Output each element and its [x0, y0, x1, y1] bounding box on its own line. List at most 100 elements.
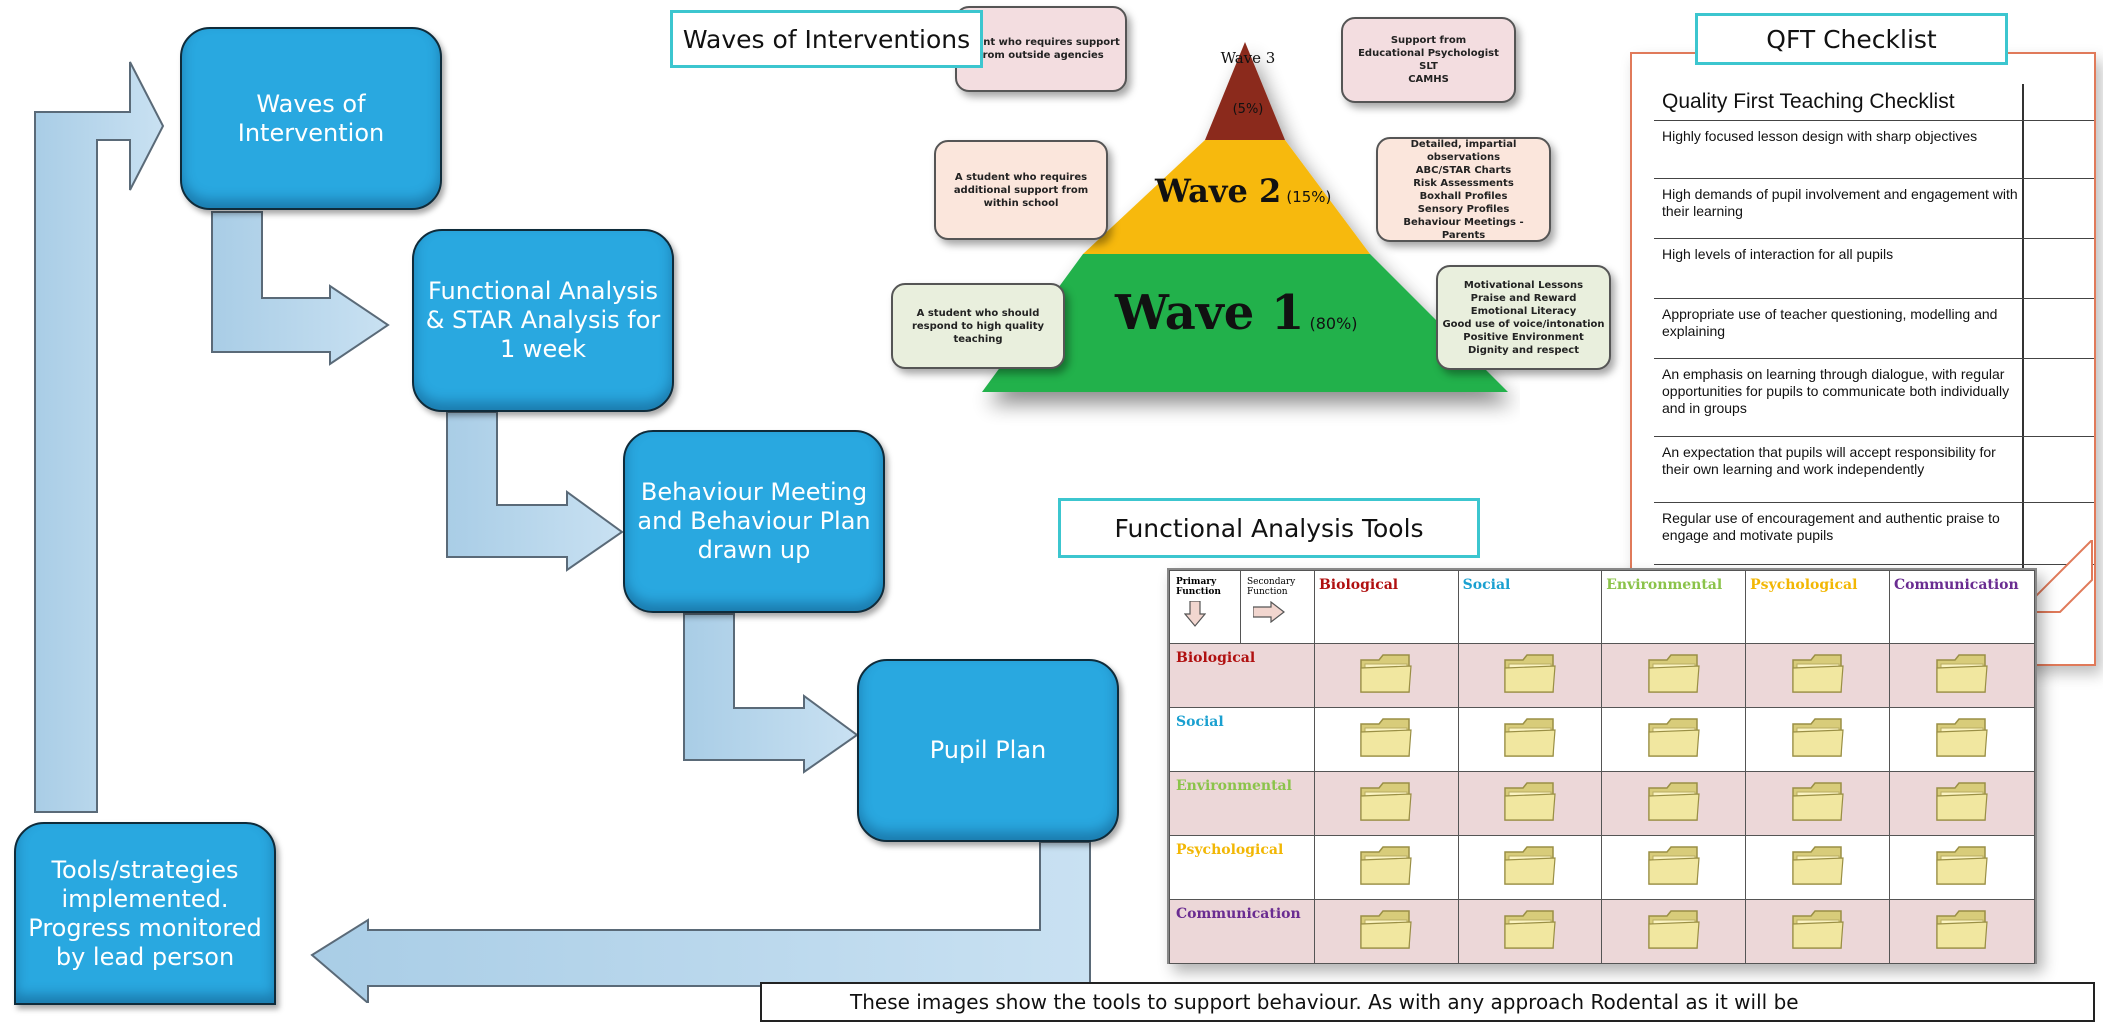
- fa-cell[interactable]: [1601, 643, 1747, 708]
- fa-cell[interactable]: [1601, 899, 1747, 964]
- folder-icon[interactable]: [1359, 908, 1413, 952]
- arrow-right-icon: [1252, 600, 1285, 624]
- wave1-name: Wave 1: [1115, 285, 1305, 341]
- fa-cell[interactable]: [1313, 707, 1459, 772]
- fa-cell[interactable]: [1889, 707, 2035, 772]
- folder-icon[interactable]: [1359, 844, 1413, 888]
- folder-icon[interactable]: [1503, 716, 1557, 760]
- folder-icon[interactable]: [1647, 844, 1701, 888]
- folder-icon[interactable]: [1791, 844, 1845, 888]
- fa-cell[interactable]: [1745, 771, 1891, 836]
- folder-icon[interactable]: [1503, 780, 1557, 824]
- callout-wave1-left: A student who should respond to high qua…: [891, 283, 1065, 369]
- folder-icon[interactable]: [1935, 844, 1989, 888]
- fa-cell[interactable]: [1313, 643, 1459, 708]
- fa-row-psychological: Psychological: [1169, 835, 2035, 900]
- fa-cell[interactable]: [1457, 899, 1603, 964]
- col-header-biological: Biological: [1313, 570, 1459, 644]
- folder-icon[interactable]: [1935, 908, 1989, 952]
- fa-cell[interactable]: [1745, 899, 1891, 964]
- wave2-pct: (15%): [1286, 188, 1332, 206]
- qft-item: Regular use of encouragement and authent…: [1662, 510, 2000, 543]
- fa-cell[interactable]: [1889, 643, 2035, 708]
- qft-item: An expectation that pupils will accept r…: [1662, 444, 1996, 477]
- fa-cell[interactable]: [1601, 771, 1747, 836]
- step-pupil-plan: Pupil Plan: [857, 659, 1119, 842]
- fa-cell[interactable]: [1457, 707, 1603, 772]
- fa-cell[interactable]: [1457, 835, 1603, 900]
- secondary-function-label: Secondary Function: [1246, 577, 1296, 597]
- folder-icon[interactable]: [1359, 716, 1413, 760]
- wave1-label: Wave 1 (80%): [1115, 285, 1405, 341]
- col-header-social: Social: [1457, 570, 1603, 644]
- folder-icon[interactable]: [1647, 716, 1701, 760]
- wave2-name: Wave 2: [1155, 172, 1282, 210]
- fa-row-biological: Biological: [1169, 643, 2035, 708]
- row-header-communication: Communication: [1169, 899, 1315, 964]
- qft-checklist-title: Quality First Teaching Checklist: [1662, 90, 1955, 113]
- folder-icon[interactable]: [1791, 652, 1845, 696]
- fa-cell[interactable]: [1457, 643, 1603, 708]
- callout-wave2-left: A student who requires additional suppor…: [934, 140, 1108, 240]
- wave2-label: Wave 2 (15%): [1155, 172, 1385, 210]
- qft-rule: [1654, 238, 2094, 239]
- qft-item: Highly focused lesson design with sharp …: [1662, 128, 1978, 144]
- wave3-name: Wave 3: [1220, 49, 1276, 67]
- folder-icon[interactable]: [1503, 908, 1557, 952]
- qft-checklist-sheet: Quality First Teaching Checklist Highly …: [1630, 52, 2096, 666]
- qft-rule: [1654, 120, 2094, 121]
- fa-cell[interactable]: [1601, 835, 1747, 900]
- fa-cell[interactable]: [1745, 707, 1891, 772]
- fa-cell[interactable]: [1745, 835, 1891, 900]
- fa-cell[interactable]: [1889, 771, 2035, 836]
- fa-cell[interactable]: [1457, 771, 1603, 836]
- fa-cell[interactable]: [1313, 835, 1459, 900]
- folder-icon[interactable]: [1359, 652, 1413, 696]
- step-tools-strategies: Tools/strategies implemented. Progress m…: [14, 822, 276, 1005]
- folder-icon[interactable]: [1791, 908, 1845, 952]
- folder-icon[interactable]: [1935, 780, 1989, 824]
- row-header-biological: Biological: [1169, 643, 1315, 708]
- fa-cell[interactable]: [1601, 707, 1747, 772]
- folder-icon[interactable]: [1935, 652, 1989, 696]
- qft-column-divider: [2022, 84, 2024, 624]
- qft-rule: [1654, 178, 2094, 179]
- folder-icon[interactable]: [1791, 716, 1845, 760]
- folder-icon[interactable]: [1647, 908, 1701, 952]
- row-header-psychological: Psychological: [1169, 835, 1315, 900]
- waves-pyramid: [982, 42, 1508, 392]
- col-header-environmental: Environmental: [1601, 570, 1747, 644]
- qft-checklist-label: QFT Checklist: [1695, 13, 2008, 65]
- folder-icon[interactable]: [1359, 780, 1413, 824]
- folder-icon[interactable]: [1791, 780, 1845, 824]
- fa-cell[interactable]: [1745, 643, 1891, 708]
- col-header-communication: Communication: [1889, 570, 2035, 644]
- folder-icon[interactable]: [1647, 652, 1701, 696]
- arrow-down-icon: [1183, 600, 1207, 627]
- qft-item: Appropriate use of teacher questioning, …: [1662, 306, 1998, 339]
- qft-item: High levels of interaction for all pupil…: [1662, 246, 1894, 262]
- folder-icon[interactable]: [1503, 844, 1557, 888]
- folder-icon[interactable]: [1935, 716, 1989, 760]
- row-header-social: Social: [1169, 707, 1315, 772]
- folder-icon[interactable]: [1503, 652, 1557, 696]
- fa-cell[interactable]: [1889, 899, 2035, 964]
- step-behaviour-meeting: Behaviour Meeting and Behaviour Plan dra…: [623, 430, 885, 613]
- wave3-band: [1205, 42, 1285, 140]
- step-functional-analysis: Functional Analysis & STAR Analysis for …: [412, 229, 674, 412]
- functional-analysis-table: Primary Function Secondary Function Biol…: [1167, 568, 2037, 964]
- fa-row-environmental: Environmental: [1169, 771, 2035, 836]
- fa-cell[interactable]: [1313, 899, 1459, 964]
- arrow-3-4: [683, 613, 859, 774]
- col-header-psychological: Psychological: [1745, 570, 1891, 644]
- waves-of-interventions-label: Waves of Interventions: [670, 10, 983, 68]
- qft-item: High demands of pupil involvement and en…: [1662, 186, 2018, 219]
- fa-cell[interactable]: [1313, 771, 1459, 836]
- functional-analysis-tools-label: Functional Analysis Tools: [1058, 498, 1480, 558]
- fa-cell[interactable]: [1889, 835, 2035, 900]
- wave2-band: [1083, 140, 1370, 254]
- folder-icon[interactable]: [1647, 780, 1701, 824]
- secondary-function-header: Secondary Function: [1239, 570, 1315, 644]
